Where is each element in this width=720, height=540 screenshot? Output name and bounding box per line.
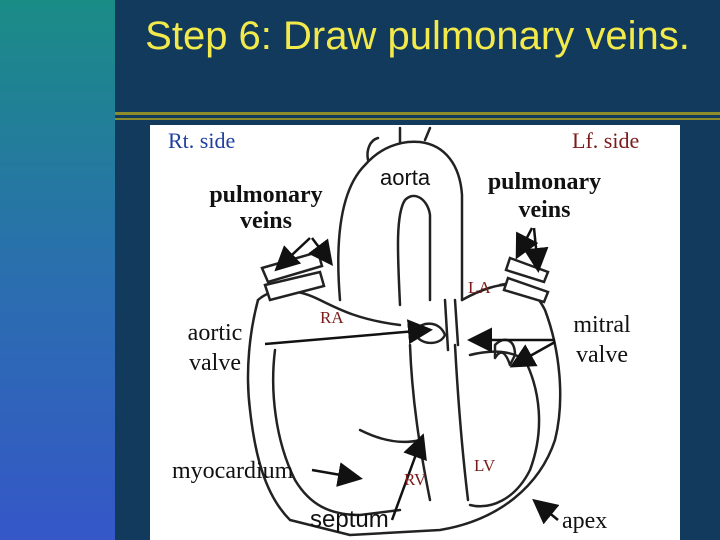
arrow-pulmonary-right-a <box>515 227 539 260</box>
septum-wall <box>453 343 470 502</box>
rt-side-label: Rt. side <box>168 128 236 153</box>
aortic-valve-line1: aortic <box>187 320 243 346</box>
mitral-valve-label: mitral valve <box>562 310 642 370</box>
aortic-valve-label: aortic valve <box>180 318 250 378</box>
mitral-valve-line2: valve <box>576 342 628 368</box>
aortic-valve <box>413 322 447 345</box>
title-rule <box>115 112 720 115</box>
slide-title: Step 6: Draw pulmonary veins. <box>145 14 690 58</box>
mitral-valve-line1: mitral <box>573 312 631 338</box>
arrow-pulmonary-left-a <box>274 237 311 272</box>
pulmonary-veins-right-line2: veins <box>518 197 571 223</box>
arrow-pulmonary-right-b <box>523 227 549 273</box>
septum-wall <box>408 343 432 502</box>
pulmonary-vein-left-lower <box>263 270 326 302</box>
septum-label: septum <box>310 506 389 533</box>
aorta-outline <box>337 140 464 302</box>
la-label: LA <box>468 278 491 297</box>
pulmonary-veins-right-line1: pulmonary <box>487 169 602 195</box>
septum-lower <box>358 428 422 444</box>
arrow-mitral-b <box>509 340 556 368</box>
pulmonary-veins-left-line1: pulmonary <box>209 182 323 208</box>
aorta-branch <box>366 136 380 162</box>
arrow-aortic-valve <box>264 319 433 346</box>
right-ventricle-wall <box>271 348 402 517</box>
ra-label: RA <box>320 308 344 327</box>
pulmonary-veins-right-label: pulmonary veins <box>472 168 617 224</box>
title-rule-secondary <box>115 118 720 120</box>
arrow-septum <box>390 433 427 521</box>
pulmonary-veins-left-label: pulmonary veins <box>196 182 336 234</box>
arrow-myocardium <box>311 462 363 487</box>
lf-side-label: Lf. side <box>572 128 640 153</box>
valve-line <box>453 298 460 347</box>
pulmonary-veins-left-line2: veins <box>239 208 292 234</box>
pulmonary-vein-right-lower <box>502 276 550 304</box>
aorta-inner <box>396 194 432 307</box>
arrow-apex <box>532 498 560 525</box>
myocardium-label: myocardium <box>172 458 294 484</box>
aorta-branch <box>423 126 432 142</box>
left-accent-bar <box>0 0 115 540</box>
lv-label: LV <box>474 456 496 475</box>
apex-label: apex <box>562 508 608 534</box>
arrow-pulmonary-left-b <box>308 237 333 266</box>
heart-outline <box>246 282 562 537</box>
aortic-valve-line2: valve <box>189 350 241 376</box>
left-ventricle-wall <box>468 350 541 508</box>
valve-line <box>443 298 450 352</box>
title-background <box>115 0 720 118</box>
rv-label: RV <box>404 470 427 489</box>
aorta-label: aorta <box>380 165 431 190</box>
